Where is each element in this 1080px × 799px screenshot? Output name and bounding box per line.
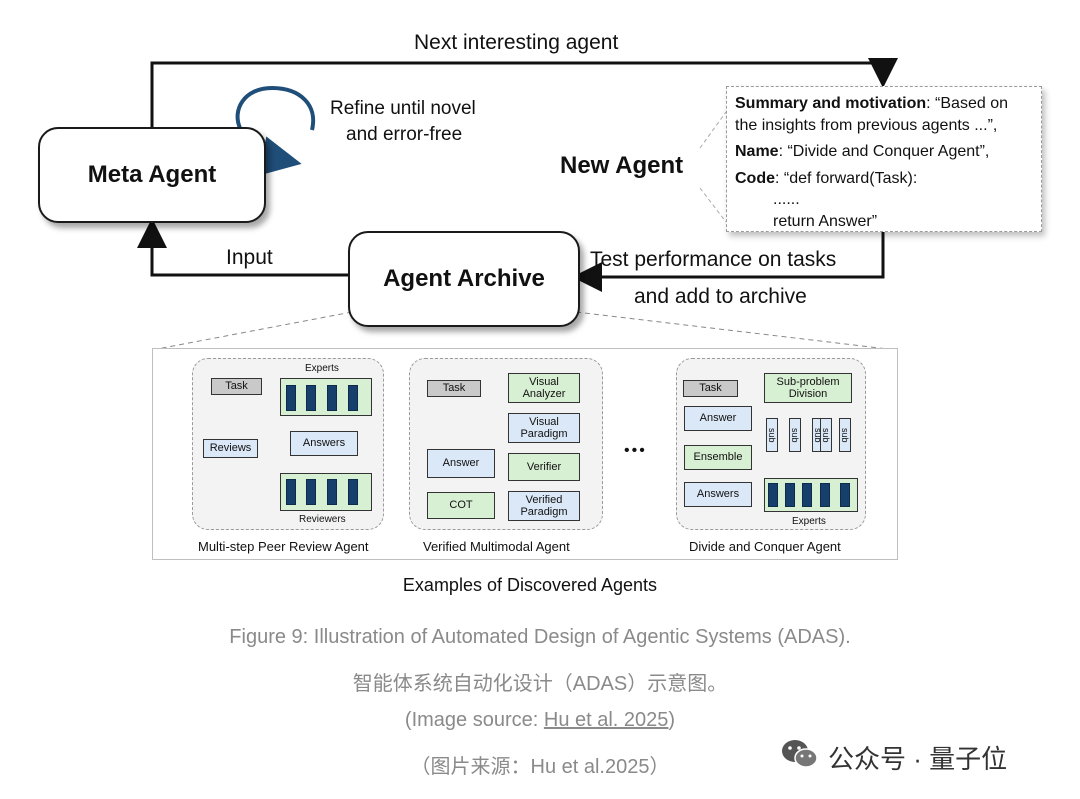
- refine-label-line2: and error-free: [346, 124, 463, 145]
- expert-1: [286, 385, 296, 411]
- dc-expert-1: [768, 483, 778, 507]
- summary-line-2: the insights from previous agents ...”,: [735, 116, 998, 134]
- arrow-next-agent: [150, 58, 898, 128]
- image-source-zh: （图片来源：Hu et al.2025）: [410, 756, 670, 778]
- refine-label-line1: Refine until novel: [330, 98, 476, 119]
- task-node: Task: [211, 378, 262, 395]
- figure-caption-zh: 智能体系统自动化设计（ADAS）示意图。: [352, 673, 728, 695]
- image-source-line: (Image source: Hu et al. 2025): [404, 709, 676, 731]
- new-agent-label: New Agent: [560, 152, 684, 179]
- sub-node-4: sub: [820, 418, 832, 452]
- agent-archive-label: Agent Archive: [383, 265, 545, 292]
- answers-node: Answers: [290, 431, 358, 456]
- subproblem-division-node: Sub-problem Division: [764, 373, 852, 403]
- watermark: 公众号 · 量子位: [780, 738, 1007, 777]
- reviewers-label: Reviewers: [299, 514, 346, 525]
- watermark-text: 公众号 · 量子位: [828, 744, 1008, 774]
- sub-node-2: sub: [789, 418, 801, 452]
- code-dots: ......: [773, 191, 800, 209]
- arrow-input: [137, 218, 349, 277]
- examples-title: Examples of Discovered Agents: [402, 575, 658, 595]
- wechat-icon: [780, 738, 820, 777]
- cot-node: COT: [427, 492, 495, 519]
- reviews-node: Reviews: [203, 439, 258, 458]
- reviewer-4: [348, 479, 358, 505]
- dc-answers-node: Answers: [684, 482, 752, 507]
- reviewer-1: [286, 479, 296, 505]
- dc-answer-node: Answer: [684, 406, 752, 431]
- reviewer-3: [327, 479, 337, 505]
- sub-node-1: sub: [766, 418, 778, 452]
- arrow-test-performance: [572, 232, 885, 292]
- mm-task-node: Task: [427, 380, 481, 397]
- expert-4: [348, 385, 358, 411]
- summary-line: Summary and motivation: “Based on: [735, 95, 1008, 112]
- agent-archive-box: Agent Archive: [348, 231, 580, 327]
- meta-agent-box: Meta Agent: [38, 127, 266, 223]
- expert-2: [306, 385, 316, 411]
- mm-answer-node: Answer: [427, 449, 495, 478]
- ensemble-node: Ensemble: [684, 445, 752, 470]
- input-label: Input: [226, 246, 273, 269]
- new-agent-info-box: Summary and motivation: “Based on the in…: [726, 86, 1042, 232]
- reviewer-2: [306, 479, 316, 505]
- test-performance-label: Test performance on tasks: [590, 248, 837, 271]
- peer-review-caption: Multi-step Peer Review Agent: [198, 539, 369, 554]
- verifier-node: Verifier: [508, 453, 580, 481]
- divide-conquer-caption: Divide and Conquer Agent: [689, 539, 841, 554]
- visual-analyzer-node: Visual Analyzer: [508, 373, 580, 403]
- expert-3: [327, 385, 337, 411]
- source-link[interactable]: Hu et al. 2025: [543, 709, 669, 731]
- meta-agent-label: Meta Agent: [87, 161, 217, 188]
- name-line: Name: “Divide and Conquer Agent”,: [735, 143, 990, 161]
- visual-paradigm-node: Visual Paradigm: [508, 413, 580, 443]
- experts-label: Experts: [305, 363, 339, 374]
- verified-paradigm-node: Verified Paradigm: [508, 491, 580, 521]
- figure-caption-en: Figure 9: Illustration of Automated Desi…: [229, 626, 851, 648]
- dc-experts-label: Experts: [792, 516, 826, 527]
- code-line: Code: “def forward(Task):: [735, 169, 918, 187]
- more-agents-ellipsis: •••: [624, 442, 647, 459]
- dc-expert-3: [802, 483, 812, 507]
- dc-expert-4: [820, 483, 830, 507]
- dc-expert-5: [840, 483, 850, 507]
- dc-task-node: Task: [683, 380, 738, 397]
- code-return: return Answer”: [773, 212, 878, 230]
- dc-expert-2: [785, 483, 795, 507]
- add-to-archive-label: and add to archive: [634, 285, 807, 308]
- sub-node-5: sub: [839, 418, 851, 452]
- next-interesting-agent-label: Next interesting agent: [414, 31, 619, 54]
- multimodal-caption: Verified Multimodal Agent: [423, 539, 570, 554]
